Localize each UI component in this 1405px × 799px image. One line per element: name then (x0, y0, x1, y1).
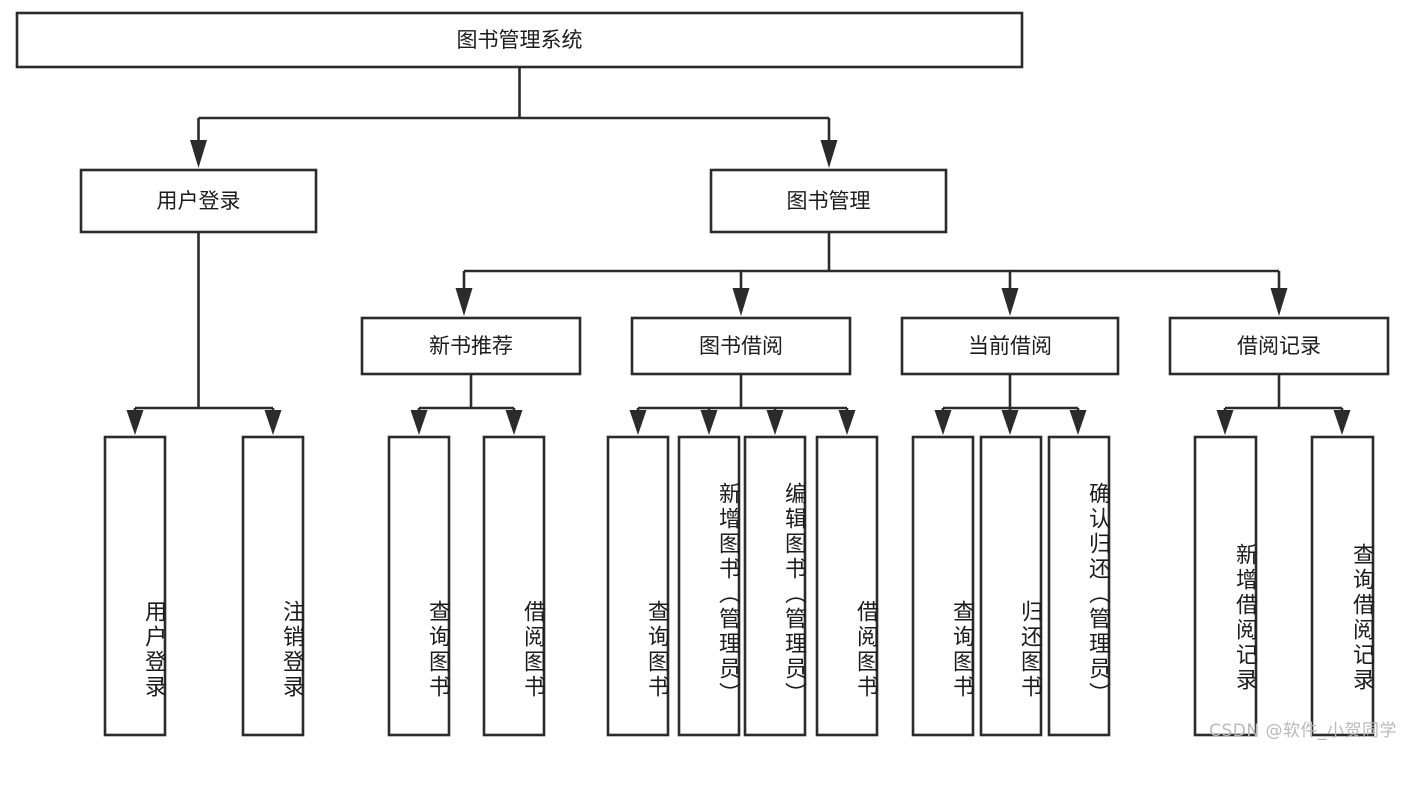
node-current-borrow-label: 当前借阅 (968, 334, 1052, 358)
arrow-head-leaf-borrow-book-1 (505, 410, 523, 435)
arrow-head-borrow-record (1270, 288, 1288, 316)
connector-user-login-to-leaves (126, 232, 282, 435)
connector-root-to-level2 (190, 67, 838, 168)
arrow-head-leaf-user-login (126, 410, 144, 435)
connector-borrow-record-to-leaves (1216, 374, 1351, 435)
arrow-head-leaf-logout (264, 410, 282, 435)
node-leaf-query-book-2-box[interactable] (606, 435, 670, 737)
node-book-borrow[interactable]: 图书借阅 (630, 316, 852, 376)
node-book-manage[interactable]: 图书管理 (709, 168, 948, 234)
node-user-login-label: 用户登录 (157, 189, 241, 213)
node-borrow-record[interactable]: 借阅记录 (1168, 316, 1390, 376)
node-user-login-box[interactable] (79, 168, 318, 234)
arrow-head-leaf-return-book (1001, 410, 1019, 435)
node-leaf-add-book-box[interactable] (677, 435, 741, 737)
node-leaf-query-record-box[interactable] (1310, 435, 1375, 737)
node-leaf-return-book-box[interactable] (979, 435, 1043, 737)
functional-structure-diagram: 图书管理系统 用户登录 图书管理 新书推荐 图书借阅 当前借阅 借阅记录 (15, 11, 1397, 741)
node-book-borrow-box[interactable] (630, 316, 852, 376)
arrow-head-leaf-query-book-1 (410, 410, 428, 435)
node-root[interactable]: 图书管理系统 (15, 11, 1024, 69)
node-root-label: 图书管理系统 (457, 28, 583, 52)
node-root-box[interactable] (15, 11, 1024, 69)
node-book-borrow-label: 图书借阅 (699, 334, 783, 358)
arrow-head-leaf-confirm-return (1069, 410, 1087, 435)
node-leaf-borrow-book-2-box[interactable] (815, 435, 879, 737)
node-leaf-confirm-return-box[interactable] (1047, 435, 1111, 737)
node-new-book-rec[interactable]: 新书推荐 (360, 316, 582, 376)
connector-book-borrow-to-leaves (629, 374, 856, 435)
arrow-head-leaf-add-book (700, 410, 718, 435)
node-borrow-record-box[interactable] (1168, 316, 1390, 376)
arrow-head-leaf-add-record (1216, 410, 1234, 435)
node-new-book-rec-box[interactable] (360, 316, 582, 376)
node-new-book-rec-label: 新书推荐 (429, 334, 513, 358)
arrow-head-user-login (190, 140, 207, 168)
node-leaf-query-book-1-box[interactable] (387, 435, 451, 737)
node-leaf-logout-box[interactable] (241, 435, 305, 737)
arrow-head-leaf-query-record (1333, 410, 1351, 435)
arrow-head-current-borrow (1001, 288, 1019, 316)
node-leaf-add-record-box[interactable] (1193, 435, 1258, 737)
csdn-watermark: CSDN @软件_小贺同学 (1209, 721, 1397, 741)
node-current-borrow[interactable]: 当前借阅 (900, 316, 1120, 376)
arrow-head-leaf-borrow-book-2 (838, 410, 856, 435)
node-book-manage-box[interactable] (709, 168, 948, 234)
node-book-manage-label: 图书管理 (787, 189, 871, 213)
connector-current-borrow-to-leaves (934, 374, 1087, 435)
node-current-borrow-box[interactable] (900, 316, 1120, 376)
connector-new-book-rec-to-leaves (410, 374, 523, 435)
node-user-login[interactable]: 用户登录 (79, 168, 318, 234)
node-leaf-edit-book-box[interactable] (743, 435, 807, 737)
tree-diagram-canvas: 图书管理系统 用户登录 图书管理 新书推荐 图书借阅 当前借阅 借阅记录 (15, 11, 1390, 737)
arrow-head-leaf-query-book-3 (934, 410, 952, 435)
arrow-head-leaf-edit-book (766, 410, 784, 435)
arrow-head-new-book-rec (455, 288, 473, 316)
arrow-head-leaf-query-book-2 (629, 410, 647, 435)
arrow-head-book-borrow (732, 288, 750, 316)
node-leaf-borrow-book-1-box[interactable] (482, 435, 546, 737)
node-borrow-record-label: 借阅记录 (1237, 334, 1321, 358)
connector-book-manage-to-level3 (455, 232, 1288, 316)
node-leaf-user-login-box[interactable] (103, 435, 167, 737)
node-leaf-query-book-3-box[interactable] (911, 435, 975, 737)
arrow-head-book-manage (820, 140, 838, 168)
